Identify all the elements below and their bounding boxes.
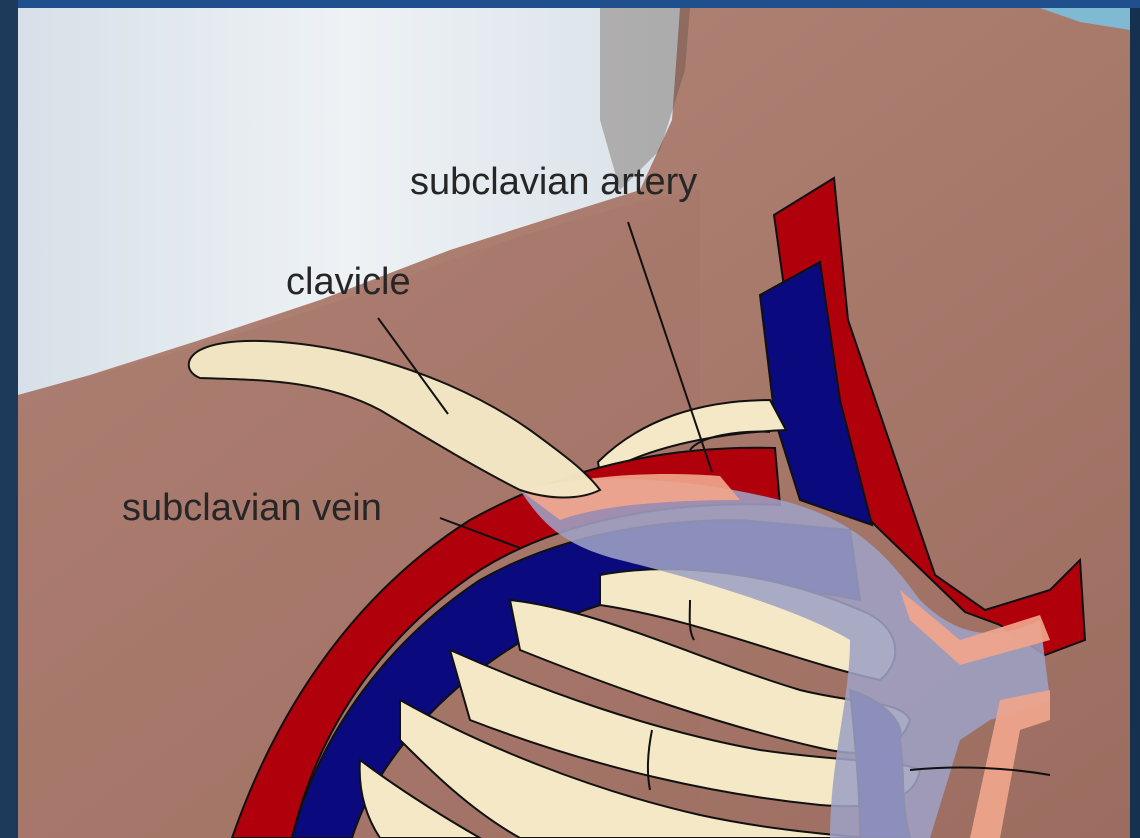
label-subclavian-artery: subclavian artery (410, 161, 697, 203)
label-subclavian-vein: subclavian vein (122, 487, 382, 529)
label-clavicle: clavicle (286, 261, 411, 303)
frame-left-bar (0, 0, 18, 838)
frame-top-bar (0, 0, 1140, 8)
